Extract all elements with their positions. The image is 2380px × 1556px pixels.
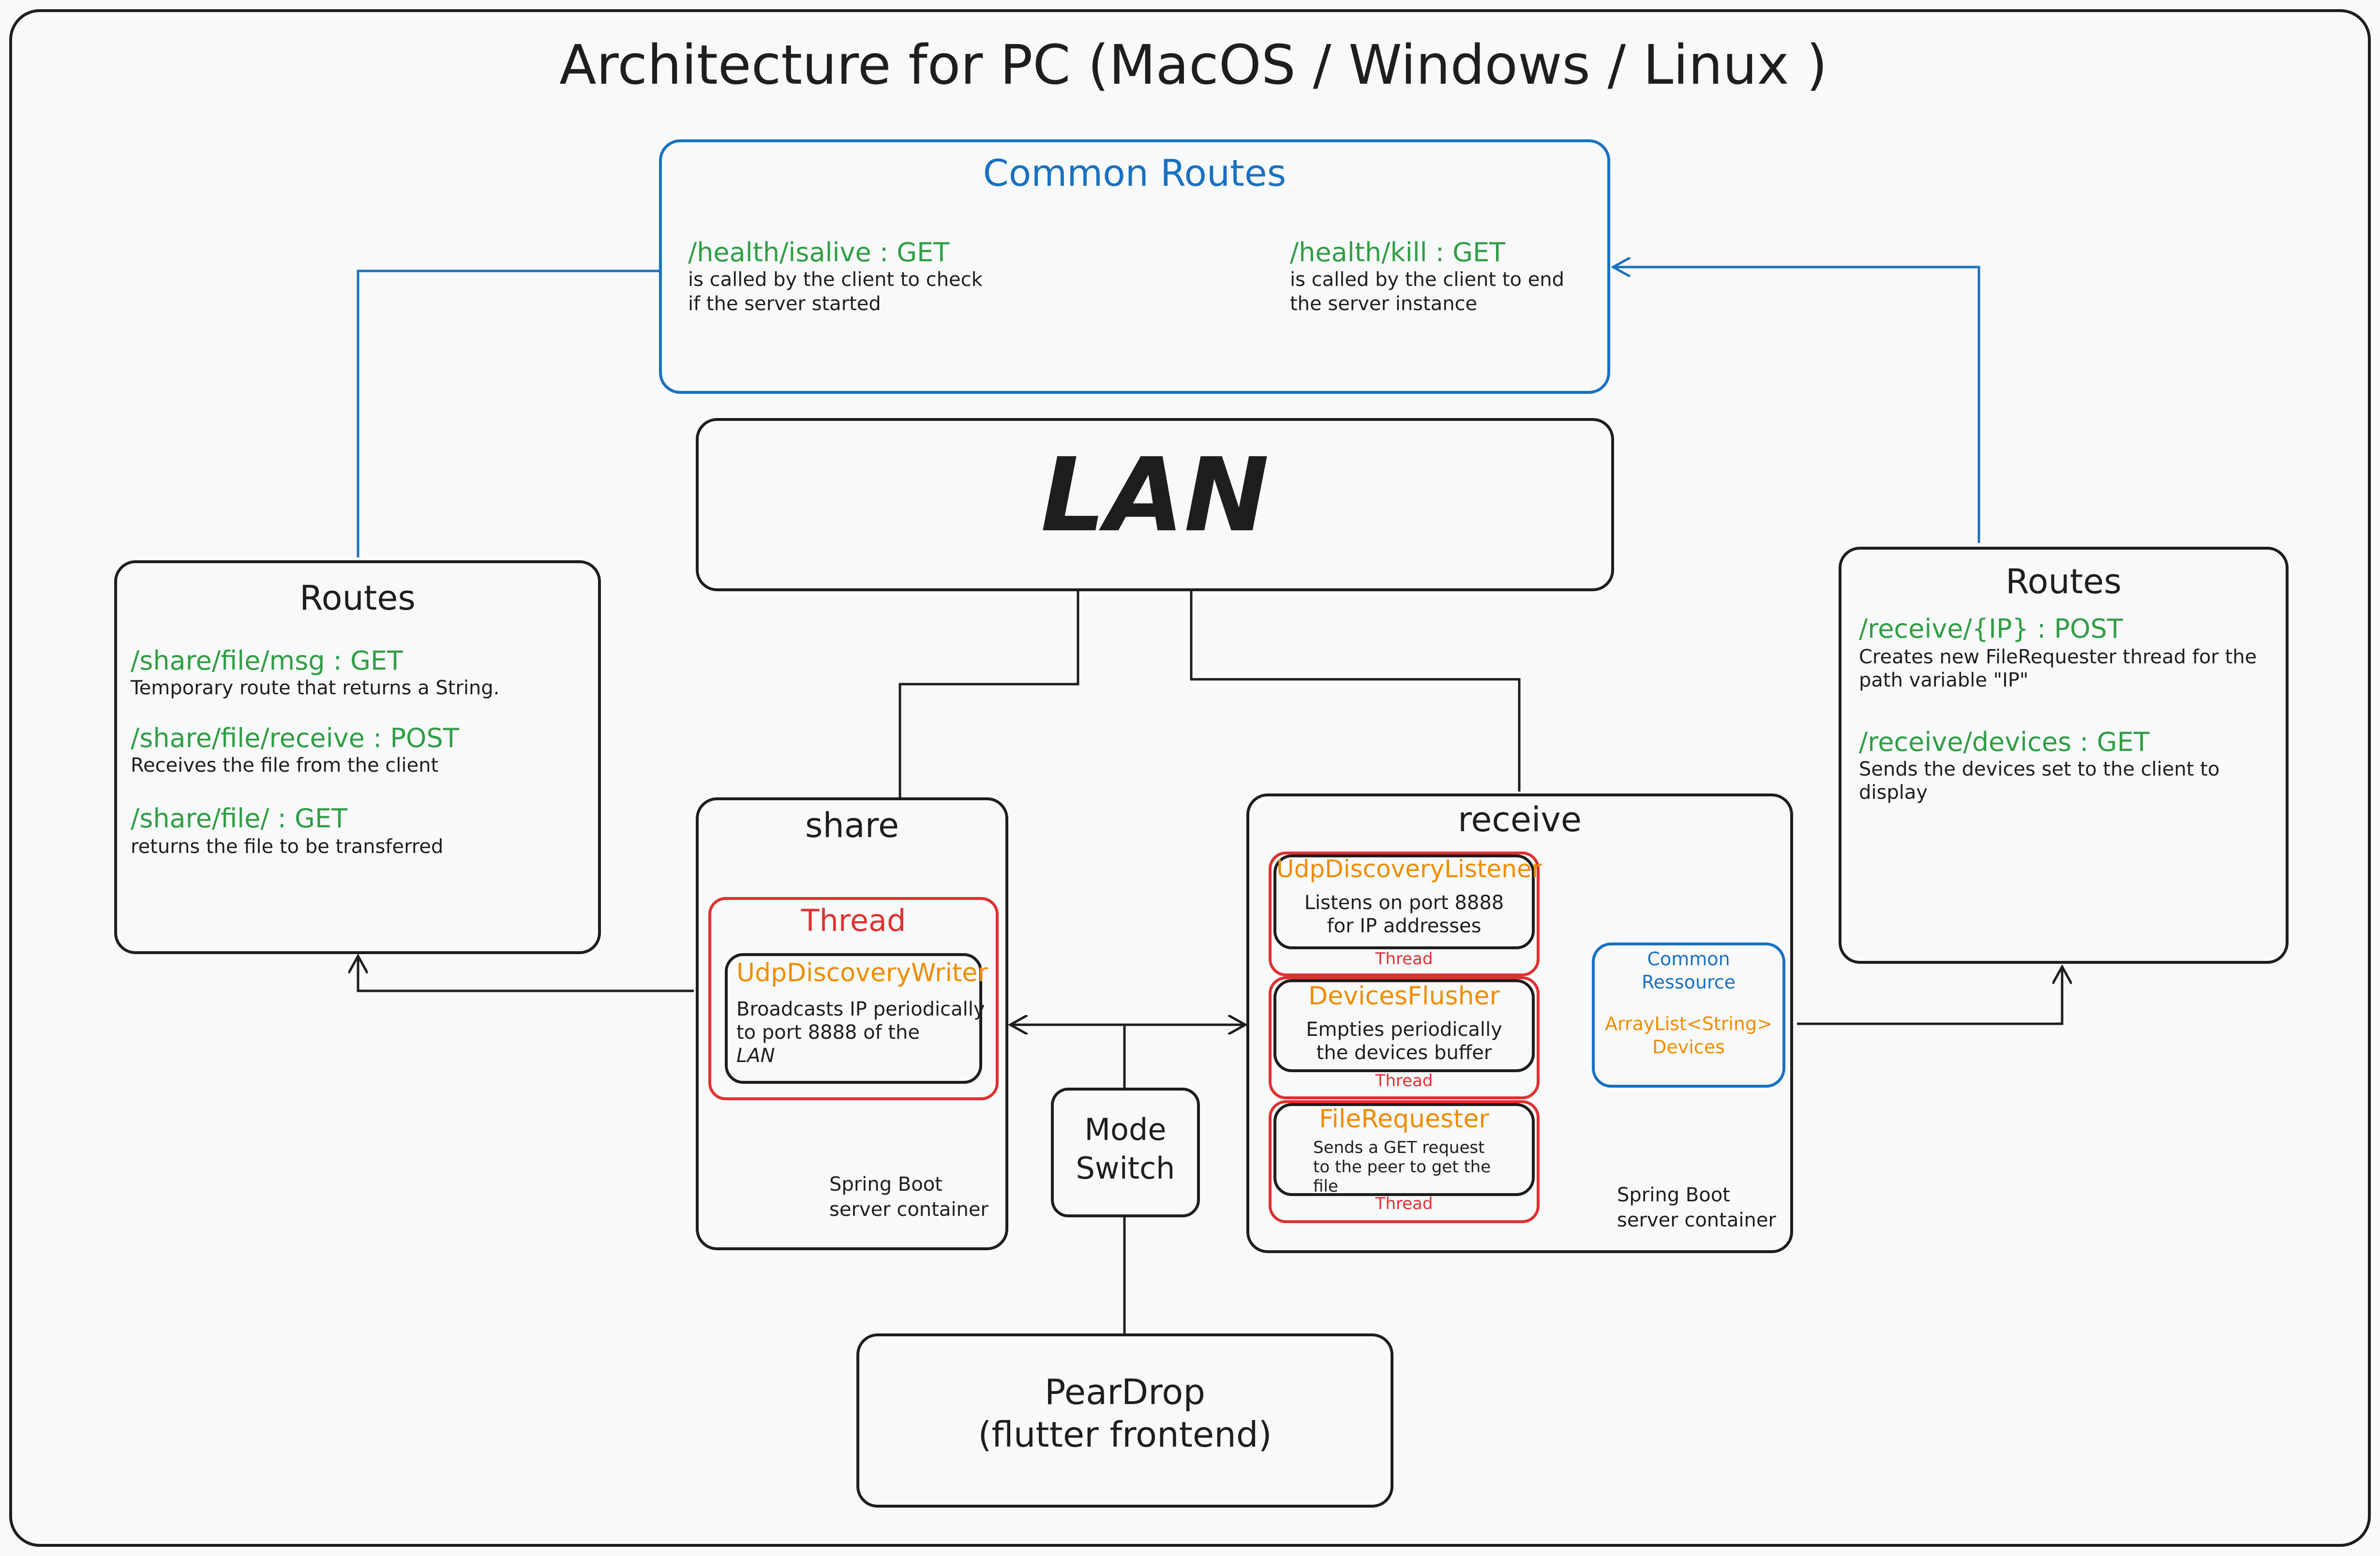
health-kill-desc-2: the server instance: [1290, 293, 1478, 315]
share-msg-desc: Temporary route that returns a String.: [131, 677, 500, 699]
peardrop-label-1: PearDrop: [1044, 1372, 1206, 1412]
peardrop-box: PearDrop (flutter frontend): [856, 1333, 1393, 1508]
arrow-share-to-lan: [898, 571, 1078, 797]
writer-desc-3: LAN: [736, 1045, 775, 1067]
arrow-receive-to-routes: [1797, 968, 2062, 1025]
receive-container: receive UdpDiscoveryListener Listens on …: [1246, 793, 1793, 1253]
writer-desc-2: to port 8888 of the: [736, 1021, 920, 1044]
receive-ip-route: /receive/{IP} : POST: [1859, 613, 2123, 644]
common-resource-type-1: ArrayList<String>: [1605, 1013, 1772, 1034]
page-title: Architecture for PC (MacOS / Windows / L…: [559, 34, 1827, 97]
requester-thread-tag: Thread: [1375, 1194, 1433, 1213]
mode-switch-box: Mode Switch: [1051, 1088, 1200, 1217]
common-resource-box: Common Ressource ArrayList<String> Devic…: [1592, 943, 1785, 1088]
share-receive-desc: Receives the file from the client: [131, 754, 439, 777]
flusher-desc-2: the devices buffer: [1316, 1042, 1492, 1064]
receive-devices-route: /receive/devices : GET: [1859, 727, 2150, 757]
requester-desc-2: to the peer to get the: [1313, 1157, 1491, 1177]
devices-flusher-thread: DevicesFlusher Empties periodically the …: [1269, 976, 1540, 1099]
devices-flusher-box: DevicesFlusher Empties periodically the …: [1273, 979, 1535, 1072]
arrow-share-to-routes: [358, 957, 694, 992]
receive-container-label-2: server container: [1617, 1209, 1776, 1231]
udp-discovery-listener-box: UdpDiscoveryListener Listens on port 888…: [1273, 854, 1542, 949]
common-resource-type-2: Devices: [1652, 1036, 1725, 1058]
requester-desc-3: file: [1313, 1177, 1338, 1196]
health-isalive-desc-2: if the server started: [688, 293, 881, 315]
udp-discovery-writer-box: UdpDiscoveryWriter Broadcasts IP periodi…: [725, 953, 988, 1084]
outer-frame: [9, 9, 2371, 1547]
udp-discovery-listener-thread: UdpDiscoveryListener Listens on port 888…: [1269, 852, 1542, 976]
flusher-thread-tag: Thread: [1375, 1071, 1433, 1091]
share-receive-route: /share/file/receive : POST: [131, 723, 459, 753]
share-file-route: /share/file/ : GET: [131, 803, 347, 834]
arrow-share-routes-to-common: [357, 271, 681, 557]
listener-thread-tag: Thread: [1375, 949, 1433, 969]
health-isalive-route: /health/isalive : GET: [688, 237, 950, 268]
common-routes-box: Common Routes /health/isalive : GET is c…: [659, 139, 1610, 394]
receive-routes-box: Routes /receive/{IP} : POST Creates new …: [1839, 547, 2289, 964]
receive-ip-desc-2: path variable "IP": [1859, 669, 2029, 691]
health-kill-route: /health/kill : GET: [1290, 237, 1506, 268]
share-heading: share: [805, 806, 899, 845]
share-routes-heading: Routes: [299, 578, 416, 618]
arrow-receive-routes-to-common: [1614, 267, 1980, 543]
share-container-label-2: server container: [829, 1198, 988, 1221]
health-isalive-desc-1: is called by the client to check: [688, 269, 983, 291]
listener-desc-1: Listens on port 8888: [1304, 892, 1504, 914]
requester-desc-1: Sends a GET request: [1313, 1138, 1485, 1157]
arrow-receive-to-lan: [1191, 571, 1521, 792]
peardrop-label-2: (flutter frontend): [978, 1414, 1272, 1455]
receive-container-label-1: Spring Boot: [1617, 1184, 1730, 1206]
lan-label: LAN: [1040, 436, 1270, 554]
receive-routes-heading: Routes: [2006, 562, 2122, 601]
writer-desc-1: Broadcasts IP periodically: [736, 998, 985, 1020]
common-routes-heading: Common Routes: [983, 151, 1287, 194]
share-thread-box: Thread UdpDiscoveryWriter Broadcasts IP …: [708, 897, 999, 1100]
receive-devices-desc-2: display: [1859, 781, 1928, 804]
udp-discovery-listener-name: UdpDiscoveryListener: [1276, 855, 1542, 883]
share-routes-box: Routes /share/file/msg : GET Temporary r…: [114, 560, 601, 954]
share-container: share Thread UdpDiscoveryWriter Broadcas…: [696, 797, 1008, 1250]
common-resource-label-1: Common: [1647, 948, 1730, 970]
listener-desc-2: for IP addresses: [1327, 915, 1482, 937]
share-thread-label: Thread: [801, 903, 906, 938]
lan-box: LAN: [696, 418, 1614, 591]
share-container-label-1: Spring Boot: [829, 1173, 943, 1196]
share-file-desc: returns the file to be transferred: [131, 836, 444, 858]
file-requester-box: FileRequester Sends a GET request to the…: [1273, 1103, 1535, 1196]
receive-heading: receive: [1458, 800, 1582, 839]
common-resource-label-2: Ressource: [1641, 972, 1736, 993]
share-msg-route: /share/file/msg : GET: [131, 645, 403, 676]
mode-switch-label-2: Switch: [1076, 1151, 1175, 1186]
receive-ip-desc-1: Creates new FileRequester thread for the: [1859, 646, 2257, 668]
health-kill-desc-1: is called by the client to end: [1290, 269, 1565, 291]
flusher-desc-1: Empties periodically: [1306, 1018, 1502, 1041]
devices-flusher-name: DevicesFlusher: [1308, 982, 1500, 1011]
mode-switch-label-1: Mode: [1084, 1112, 1167, 1147]
file-requester-name: FileRequester: [1319, 1105, 1489, 1134]
udp-discovery-writer-name: UdpDiscoveryWriter: [736, 958, 988, 987]
file-requester-thread: FileRequester Sends a GET request to the…: [1269, 1100, 1540, 1223]
receive-devices-desc-1: Sends the devices set to the client to: [1859, 758, 2220, 780]
